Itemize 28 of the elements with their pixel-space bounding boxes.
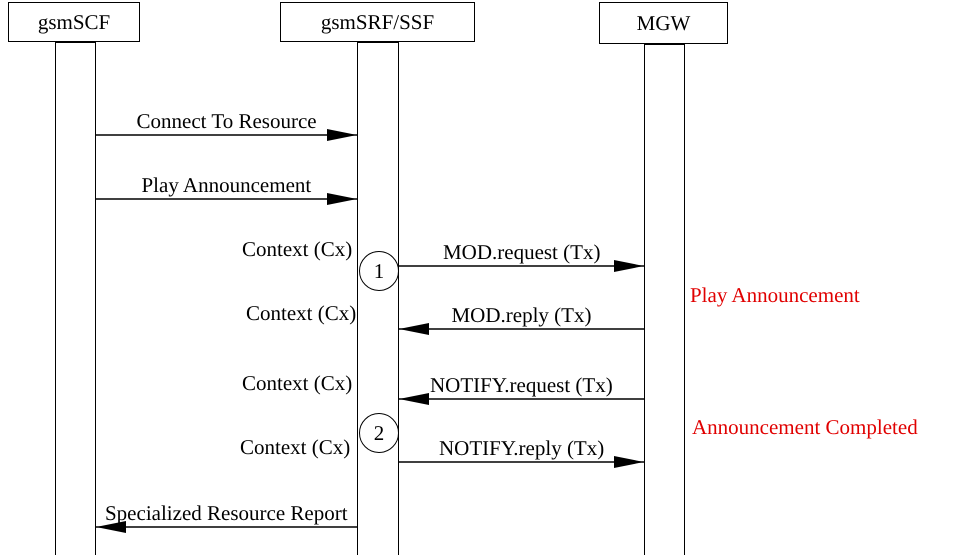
message-label: MOD.request (Tx) xyxy=(443,241,600,263)
context-label: Context (Cx) xyxy=(240,436,350,458)
phase-note: Play Announcement xyxy=(690,284,860,306)
entity-box: gsmSCF xyxy=(8,2,140,42)
phase-note: Announcement Completed xyxy=(692,416,918,438)
lifeline-bar xyxy=(55,42,96,555)
context-label: Context (Cx) xyxy=(242,238,352,260)
message-label: NOTIFY.reply (Tx) xyxy=(439,437,604,459)
message-arrow xyxy=(399,456,644,468)
message-label: Connect To Resource xyxy=(136,110,317,132)
message-label: NOTIFY.request (Tx) xyxy=(430,374,613,396)
entity-box: gsmSRF/SSF xyxy=(280,2,475,42)
lifeline-bar xyxy=(357,42,399,555)
message-label: Specialized Resource Report xyxy=(105,502,348,524)
message-label: Play Announcement xyxy=(142,174,312,196)
lifeline-bar xyxy=(644,44,685,555)
step-number-circle: 2 xyxy=(359,413,399,453)
step-number-circle: 1 xyxy=(359,251,399,291)
message-label: MOD.reply (Tx) xyxy=(452,304,592,326)
message-arrow xyxy=(96,521,357,533)
context-label: Context (Cx) xyxy=(246,302,356,324)
message-arrow xyxy=(96,129,357,141)
message-arrow xyxy=(399,323,644,335)
message-arrow xyxy=(399,393,644,405)
message-arrow xyxy=(96,193,357,205)
entity-box: MGW xyxy=(599,2,728,44)
context-label: Context (Cx) xyxy=(242,372,352,394)
message-arrow xyxy=(399,260,644,272)
